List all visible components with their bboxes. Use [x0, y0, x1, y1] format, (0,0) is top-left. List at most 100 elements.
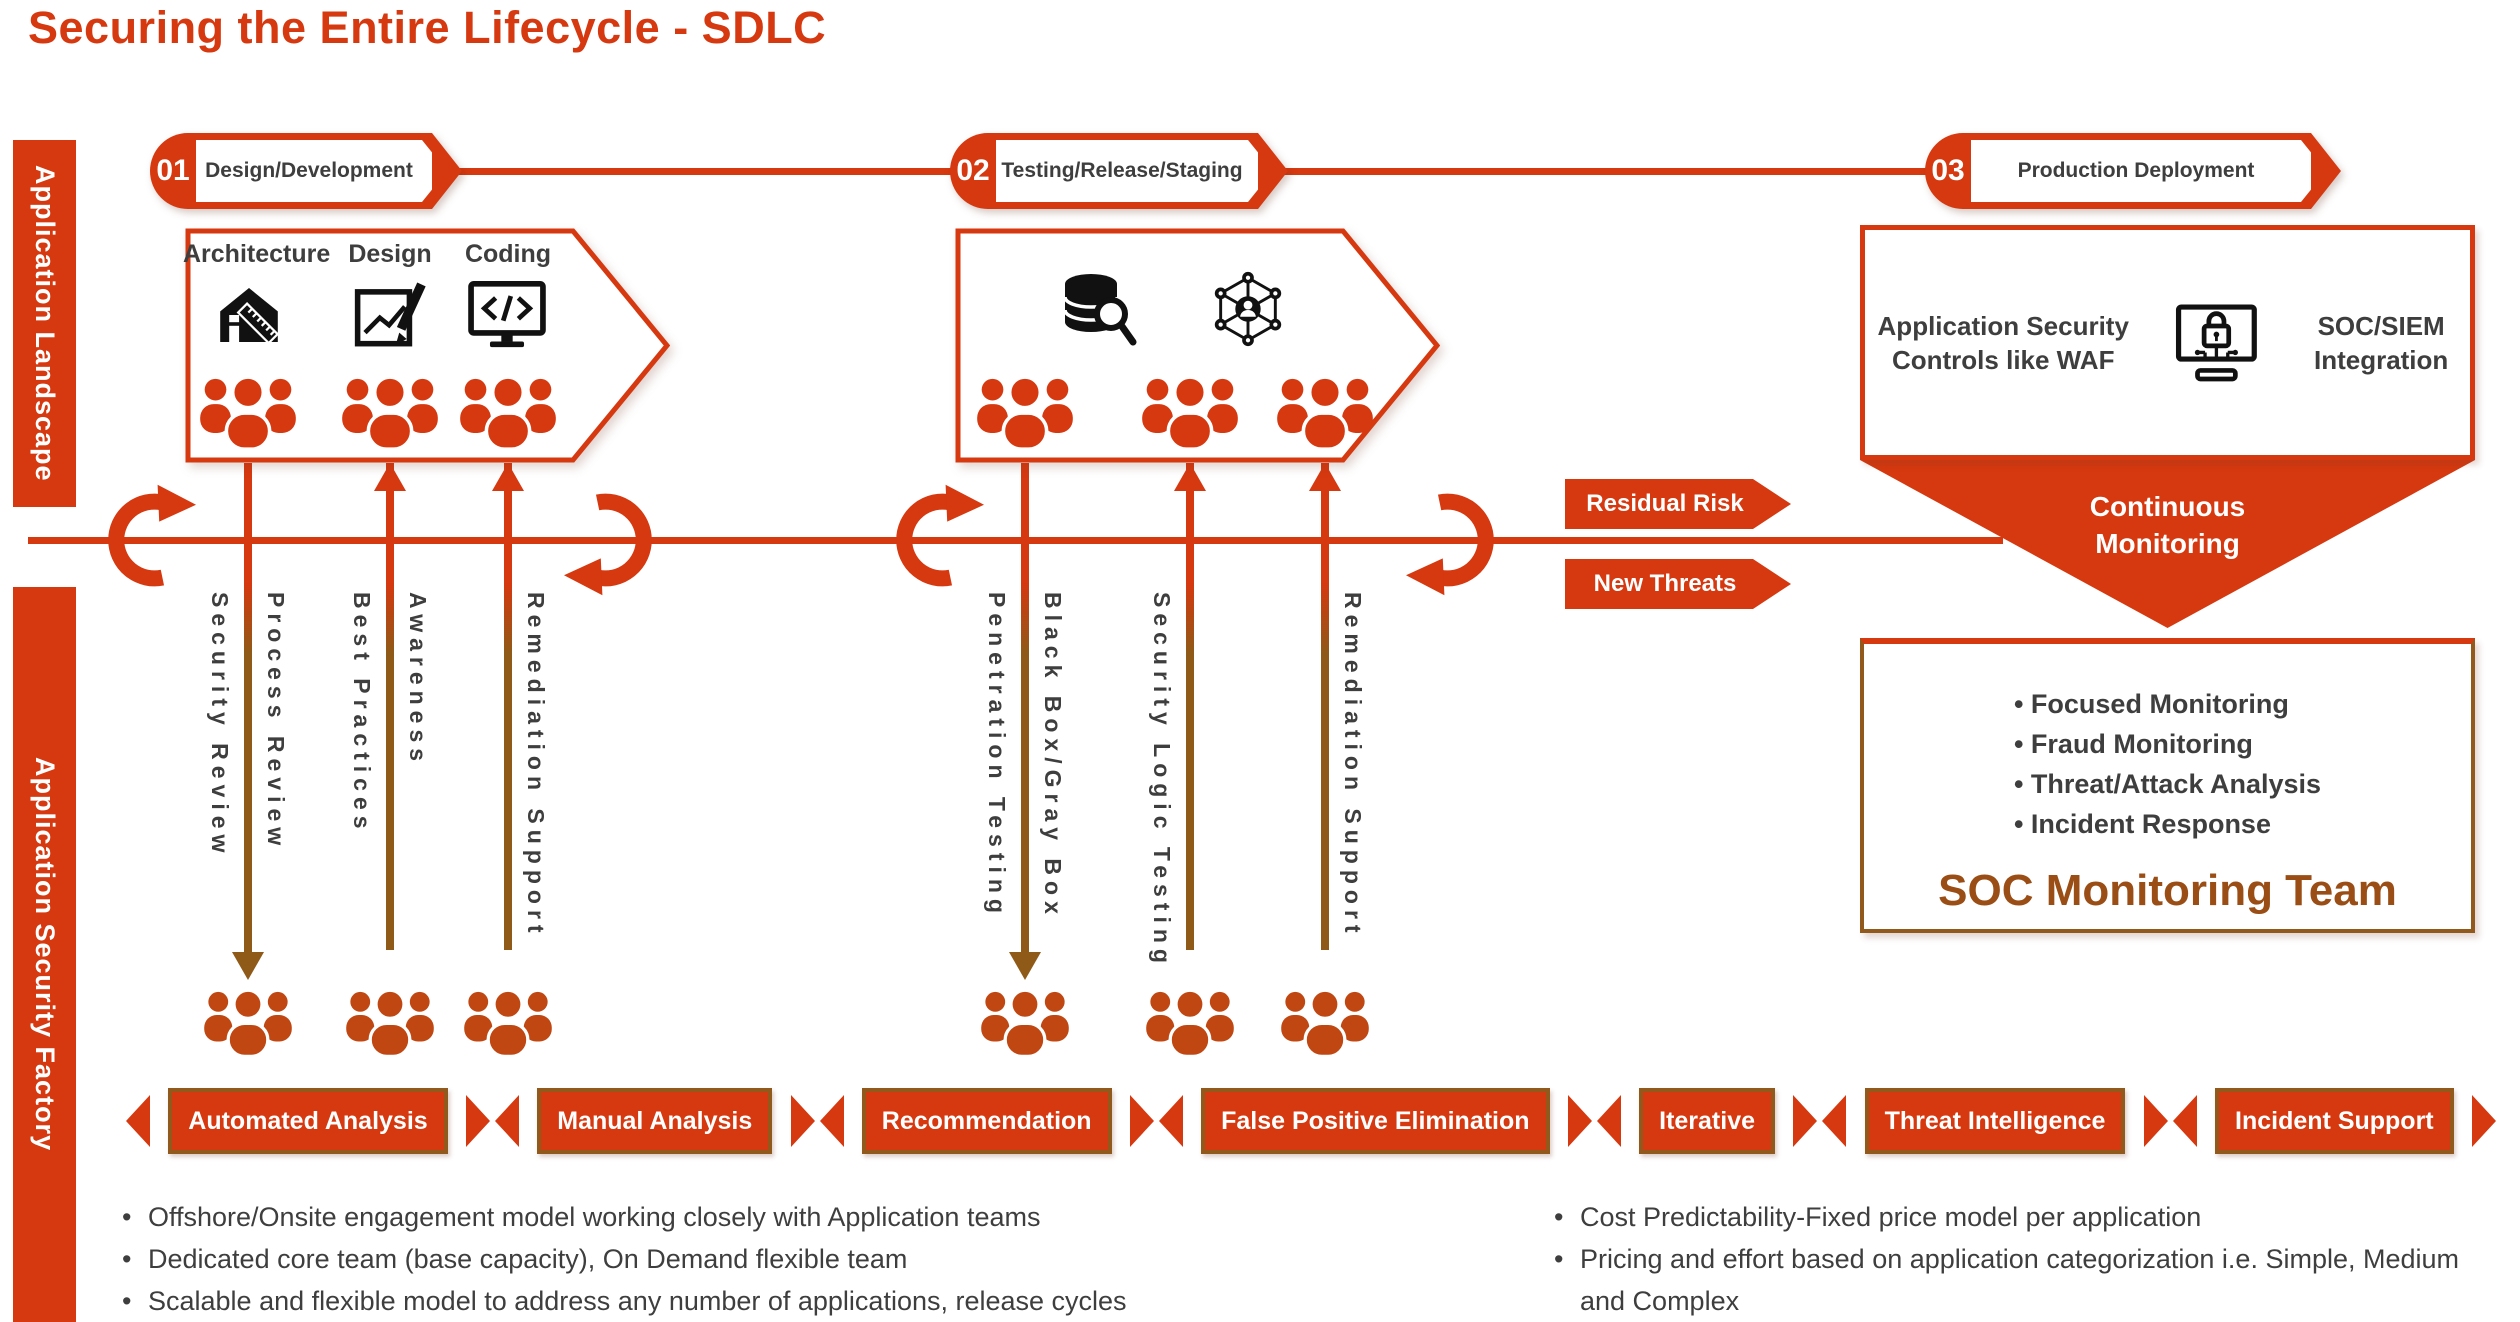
design-development-stage-box: Architecture Design Coding — [183, 228, 670, 463]
pipeline-step-incident-support: Incident Support — [2215, 1088, 2454, 1154]
soc-monitoring-team-box: Focused Monitoring Fraud Monitoring Thre… — [1860, 638, 2475, 933]
rail-application-landscape-label: Application Landscape — [30, 165, 60, 482]
soc-bullet: Threat/Attack Analysis — [2014, 764, 2321, 804]
factory-pipeline: Automated Analysis Manual Analysis Recom… — [126, 1086, 2496, 1156]
footnote-item: Cost Predictability-Fixed price model pe… — [1548, 1196, 2488, 1238]
down-arrowhead-icon — [232, 952, 264, 980]
chain-separator-icon — [465, 1095, 519, 1147]
team-people-icon — [340, 375, 440, 451]
phase-label: Testing/Release/Staging — [996, 140, 1273, 202]
waf-monitor-lock-icon — [2176, 303, 2258, 381]
label-process-review: Process Review — [263, 592, 289, 852]
footnote-list-left: Offshore/Onsite engagement model working… — [116, 1196, 1296, 1322]
soc-bullet: Incident Response — [2014, 804, 2321, 844]
cycle-arrow-icon — [888, 480, 992, 600]
pipeline-step-automated-analysis: Automated Analysis — [168, 1088, 448, 1154]
soc-bullet: Fraud Monitoring — [2014, 724, 2321, 764]
phase-header-design-development: 01 Design/Development — [150, 133, 462, 209]
column-label-design: Design — [348, 240, 432, 268]
design-chart-pencil-icon — [354, 282, 426, 347]
rail-application-security-factory-label: Application Security Factory — [30, 757, 60, 1152]
phase1-phase2-connector-line — [380, 168, 960, 175]
architecture-icon — [220, 288, 280, 345]
continuous-monitoring-line1: Continuous — [2089, 491, 2246, 522]
phase-header-testing-release-staging: 02 Testing/Release/Staging — [950, 133, 1288, 209]
footnote-item: Pricing and effort based on application … — [1548, 1238, 2488, 1322]
factory-team-people-icon — [979, 988, 1071, 1058]
label-security-review: Security Review — [207, 592, 233, 859]
footnote-item: Scalable and flexible model to address a… — [116, 1280, 1296, 1322]
pipeline-step-threat-intelligence: Threat Intelligence — [1864, 1088, 2126, 1154]
remediation-support-arrow-line — [504, 463, 512, 950]
label-awareness: Awareness — [405, 592, 431, 768]
chain-separator-icon — [1129, 1095, 1183, 1147]
penetration-testing-arrow-line — [1021, 463, 1029, 955]
column-label-architecture: Architecture — [183, 240, 331, 268]
waf-controls-text: Application Security Controls like WAF — [1877, 310, 2129, 375]
team-people-icon — [1140, 375, 1240, 451]
chain-separator-icon — [790, 1095, 844, 1147]
phase-number: 02 — [956, 154, 990, 187]
factory-team-people-icon — [202, 988, 294, 1058]
soc-siem-text: SOC/SIEM Integration — [2313, 310, 2449, 375]
up-arrowhead-icon — [1174, 463, 1206, 491]
best-practices-arrow-line — [386, 463, 394, 950]
continuous-monitoring-line2: Monitoring — [2095, 528, 2240, 559]
phase-number: 01 — [156, 154, 190, 187]
remediation-support-arrow-line2 — [1321, 463, 1329, 950]
coding-monitor-icon — [468, 280, 546, 348]
footnote-item: Offshore/Onsite engagement model working… — [116, 1196, 1296, 1238]
up-arrowhead-icon — [492, 463, 524, 491]
phase-number: 03 — [1931, 154, 1965, 187]
phase2-phase3-connector-line — [1200, 168, 1927, 175]
security-logic-testing-arrow-line — [1186, 463, 1194, 950]
label-best-practices: Best Practices — [349, 592, 375, 835]
footnote-list-right: Cost Predictability-Fixed price model pe… — [1548, 1196, 2488, 1322]
soc-monitoring-team-title: SOC Monitoring Team — [1938, 866, 2397, 915]
team-people-icon — [458, 375, 558, 451]
up-arrowhead-icon — [374, 463, 406, 491]
pentagon-outline — [185, 228, 670, 463]
pipeline-step-false-positive-elimination: False Positive Elimination — [1201, 1088, 1550, 1154]
chain-separator-icon — [1793, 1095, 1847, 1147]
rail-application-security-factory: Application Security Factory — [13, 587, 76, 1322]
factory-team-people-icon — [1279, 988, 1371, 1058]
continuous-monitoring-triangle: Continuous Monitoring — [1860, 460, 2475, 628]
up-arrowhead-icon — [1309, 463, 1341, 491]
factory-team-people-icon — [1144, 988, 1236, 1058]
security-review-arrow-line — [244, 463, 252, 955]
label-black-box-gray-box: Black Box/Gray Box — [1040, 592, 1066, 920]
team-people-icon — [198, 375, 298, 451]
rail-application-landscape: Application Landscape — [13, 140, 76, 507]
phase-label: Production Deployment — [1971, 140, 2326, 202]
pipeline-step-manual-analysis: Manual Analysis — [537, 1088, 773, 1154]
cycle-arrow-icon — [556, 480, 660, 600]
label-remediation-support-2: Remediation Support — [1340, 592, 1366, 939]
cycle-arrow-icon — [100, 480, 204, 600]
down-arrowhead-icon — [1009, 952, 1041, 980]
residual-risk-banner: Residual Risk — [1565, 479, 1791, 529]
team-people-icon — [1275, 375, 1375, 451]
main-flow-line — [28, 537, 2003, 544]
team-people-icon — [975, 375, 1075, 451]
pipeline-step-recommendation: Recommendation — [861, 1088, 1112, 1154]
database-scan-icon — [1063, 274, 1137, 346]
footnote-item: Dedicated core team (base capacity), On … — [116, 1238, 1296, 1280]
phase-header-production-deployment: 03 Production Deployment — [1925, 133, 2341, 209]
new-threats-banner: New Threats — [1565, 559, 1791, 609]
network-team-icon — [1214, 271, 1282, 347]
chain-left-cap-icon — [126, 1095, 150, 1147]
page-title: Securing the Entire Lifecycle - SDLC — [28, 2, 827, 53]
cycle-arrow-icon — [1398, 480, 1502, 600]
factory-team-people-icon — [344, 988, 436, 1058]
phase-label: Design/Development — [196, 140, 447, 202]
soc-bullet: Focused Monitoring — [2014, 684, 2321, 724]
testing-release-staging-stage-box — [955, 228, 1440, 463]
label-penetration-testing: Penetration Testing — [984, 592, 1010, 919]
chain-separator-icon — [1567, 1095, 1621, 1147]
chain-separator-icon — [2143, 1095, 2197, 1147]
production-deployment-box: Application Security Controls like WAF S… — [1860, 225, 2475, 460]
column-label-coding: Coding — [464, 240, 552, 268]
soc-bullet-list: Focused Monitoring Fraud Monitoring Thre… — [2014, 684, 2321, 844]
